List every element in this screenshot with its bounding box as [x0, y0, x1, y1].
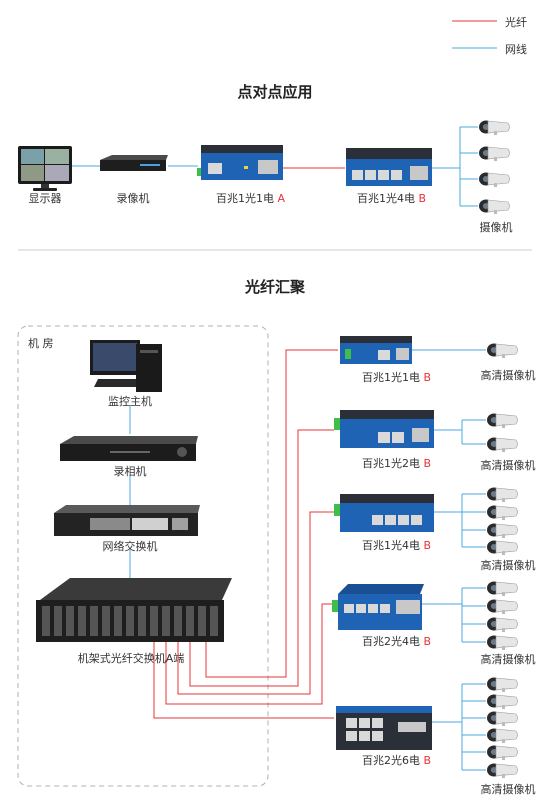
legend-network-label: 网线 — [505, 42, 527, 56]
converter-b-name: 百兆1光4电 — [357, 191, 419, 205]
remote-5-name: 百兆2光6电 — [362, 753, 424, 767]
camera-5-6 — [486, 763, 518, 779]
camera-3-4 — [486, 540, 518, 556]
p2p-camera-links — [432, 126, 478, 207]
remote-3-suffix: B — [424, 539, 432, 552]
remote-1-name: 百兆1光1电 — [362, 370, 424, 384]
converter-b-suffix: B — [419, 192, 427, 205]
remote-2-name: 百兆1光2电 — [362, 456, 424, 470]
fiber-runs — [153, 349, 338, 719]
fiber-run-2 — [189, 429, 334, 687]
fiber-run-1 — [205, 349, 338, 678]
camera-3-3 — [486, 523, 518, 539]
converter-b — [346, 148, 432, 186]
camera-1-1 — [486, 343, 518, 359]
camera-2-1 — [486, 413, 518, 429]
converter-a-label: 百兆1光1电 A — [216, 191, 286, 205]
camera-5-5 — [486, 745, 518, 761]
monitoring-host — [90, 340, 162, 392]
camera-group-3-label: 高清摄像机 — [481, 558, 536, 572]
remote-device-1 — [340, 336, 412, 364]
rack-chassis — [36, 578, 232, 642]
monitor — [18, 146, 72, 191]
remote-4-label: 百兆2光4电 B — [362, 634, 431, 648]
camera-4-4 — [486, 635, 518, 651]
converter-a-suffix: A — [278, 192, 286, 205]
remote-1-label: 百兆1光1电 B — [362, 370, 431, 384]
machine-room-label: 机 房 — [28, 336, 54, 350]
p2p-camera-2 — [478, 146, 510, 162]
remote-5-suffix: B — [424, 754, 432, 767]
recorder — [100, 155, 168, 171]
camera-5-1 — [486, 677, 518, 693]
host-label: 监控主机 — [108, 394, 152, 408]
remote-device-3 — [334, 494, 434, 532]
camera-group-5-label: 高清摄像机 — [481, 782, 536, 796]
camera-group-2-label: 高清摄像机 — [481, 458, 536, 472]
monitor-label: 显示器 — [29, 192, 62, 205]
legend-fiber-label: 光纤 — [505, 15, 527, 29]
camera-3-2 — [486, 505, 518, 521]
rack-label: 机架式光纤交换机A端 — [78, 651, 185, 665]
remote-5-label: 百兆2光6电 B — [362, 753, 431, 767]
remote-2-suffix: B — [424, 457, 432, 470]
remote-device-5 — [336, 706, 432, 750]
fiber-run-4 — [165, 603, 332, 705]
p2p-title: 点对点应用 — [237, 83, 312, 101]
camera-group-1-label: 高清摄像机 — [481, 368, 536, 382]
camera-links-4 — [422, 587, 486, 643]
converter-a — [197, 145, 283, 180]
remote-2-label: 百兆1光2电 B — [362, 456, 431, 470]
converter-b-label: 百兆1光4电 B — [357, 191, 426, 205]
camera-links-2 — [434, 419, 486, 445]
legend: 光纤 网线 — [452, 15, 527, 56]
remote-device-2 — [334, 410, 434, 448]
fiber-run-5 — [153, 642, 334, 719]
p2p-camera-3 — [478, 172, 510, 188]
camera-4-2 — [486, 599, 518, 615]
remote-3-name: 百兆1光4电 — [362, 538, 424, 552]
switch-label: 网络交换机 — [103, 539, 158, 553]
remote-device-4 — [332, 584, 424, 630]
room-recorder — [60, 436, 198, 461]
camera-2-2 — [486, 437, 518, 453]
remote-4-suffix: B — [424, 635, 432, 648]
p2p-camera-label: 摄像机 — [480, 220, 513, 234]
camera-4-1 — [486, 581, 518, 597]
agg-title: 光纤汇聚 — [244, 278, 306, 296]
remote-4-name: 百兆2光4电 — [362, 634, 424, 648]
camera-group-4-label: 高清摄像机 — [481, 652, 536, 666]
recorder-label: 录像机 — [117, 191, 150, 205]
p2p-camera-4 — [478, 199, 510, 215]
camera-5-4 — [486, 728, 518, 744]
camera-5-2 — [486, 694, 518, 710]
camera-4-3 — [486, 617, 518, 633]
camera-5-3 — [486, 711, 518, 727]
camera-links-3 — [434, 493, 486, 548]
remote-1-suffix: B — [424, 371, 432, 384]
network-switch — [54, 505, 200, 536]
converter-a-name: 百兆1光1电 — [216, 191, 278, 205]
camera-3-1 — [486, 487, 518, 503]
fiber-run-3 — [177, 511, 334, 695]
room-recorder-label: 录相机 — [114, 464, 147, 478]
remote-3-label: 百兆1光4电 B — [362, 538, 431, 552]
p2p-camera-1 — [478, 120, 510, 136]
camera-links-5 — [432, 683, 486, 771]
